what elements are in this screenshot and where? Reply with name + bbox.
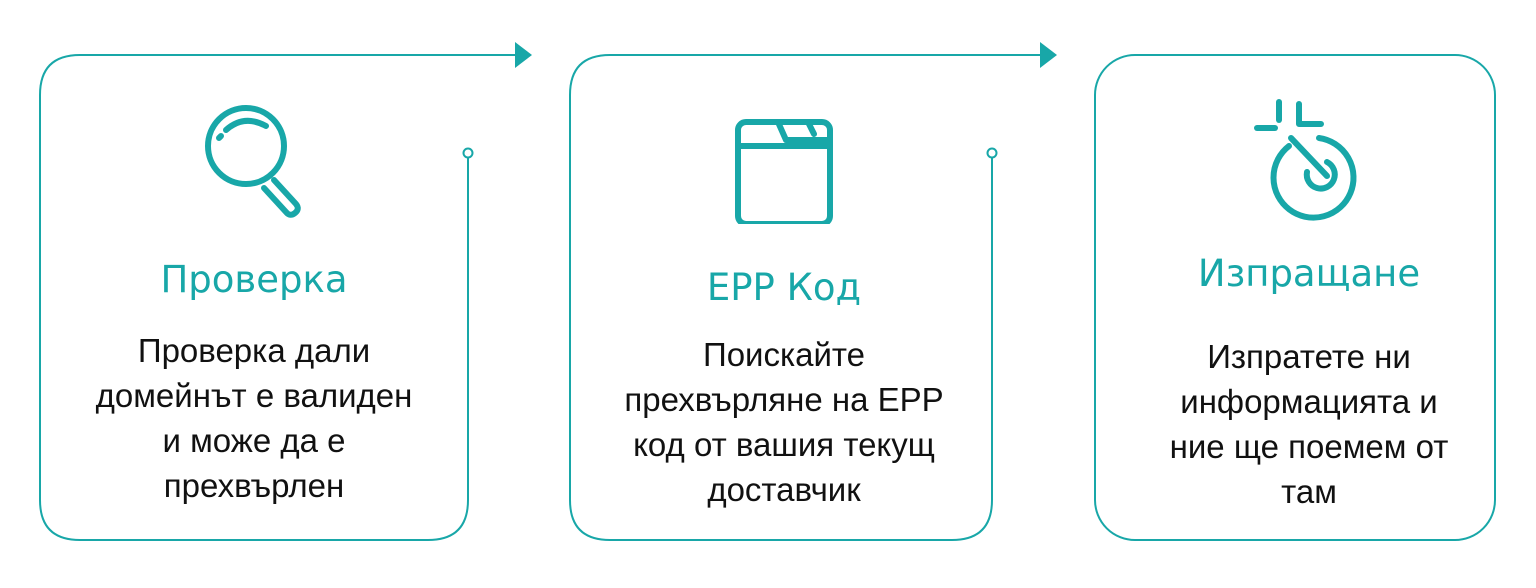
arrow-head-1	[515, 42, 532, 68]
step-check: Проверка Проверка дали домейнът е валиде…	[40, 54, 468, 540]
step-description: Проверка дали домейнът е валиден и може …	[95, 332, 413, 504]
step-title: EPP Код	[706, 266, 862, 309]
step-send: Изпращане Изпратете ни информацията и ни…	[1095, 54, 1523, 540]
step-epp-code: EPP Код Поискайте прехвърляне на EPP код…	[570, 54, 998, 540]
step-title: Проверка	[160, 258, 348, 301]
target-icon	[1249, 94, 1369, 224]
folder-icon	[724, 94, 844, 224]
step-title: Изпращане	[1197, 252, 1421, 295]
arrow-head-2	[1040, 42, 1057, 68]
step-description: Поискайте прехвърляне на EPP код от ваши…	[624, 336, 944, 508]
step-description: Изпратете ни информацията и ние ще поеме…	[1169, 338, 1449, 510]
magnifier-icon	[194, 94, 314, 224]
